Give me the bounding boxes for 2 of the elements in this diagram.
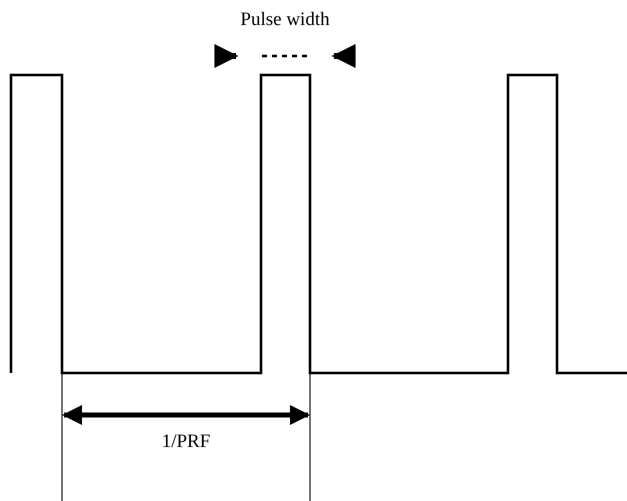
dimension-label: Pulse width [240, 10, 330, 29]
dimension-label: 1/PRF [162, 432, 210, 451]
